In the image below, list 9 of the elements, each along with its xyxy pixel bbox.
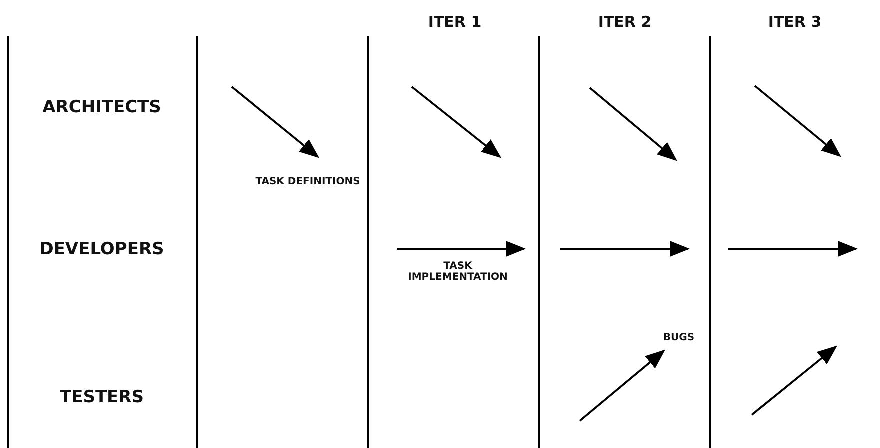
arrow-caption: BUGS — [663, 332, 695, 344]
row-header: TESTERS — [60, 386, 144, 410]
arrow-caption: TASK IMPLEMENTATION — [407, 261, 509, 283]
column-header: ITER 1 — [428, 12, 482, 33]
row-header: ARCHITECTS — [42, 96, 162, 120]
row-header: DEVELOPERS — [40, 238, 164, 262]
column-header: ITER 3 — [768, 12, 822, 33]
arrow-caption: TASK DEFINITIONS — [256, 176, 360, 188]
column-header: ITER 2 — [598, 12, 652, 33]
